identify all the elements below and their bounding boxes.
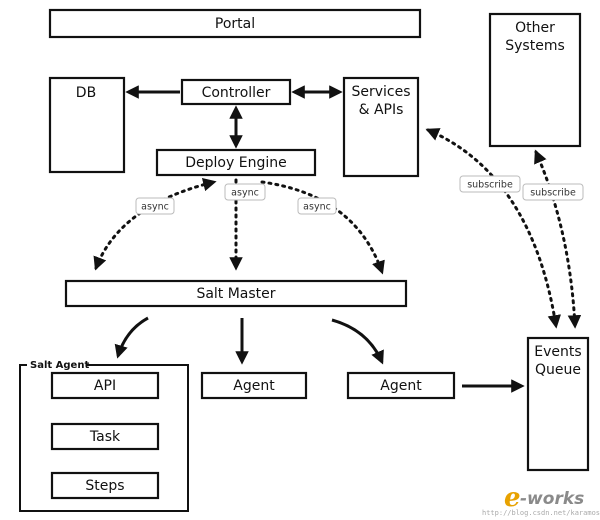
- salt-master-label: Salt Master: [196, 286, 275, 302]
- subscribe-arrow-other-systems: [534, 149, 582, 329]
- portal-node: Portal: [48, 8, 422, 39]
- async-label-right-text: async: [303, 202, 331, 213]
- subscribe-arrow-services: [425, 128, 561, 329]
- controller-node: Controller: [180, 78, 292, 106]
- events-queue-label-line-2: Queue: [535, 362, 581, 378]
- subscribe-label-left-text: subscribe: [467, 180, 513, 191]
- agent-label-2: Agent: [380, 378, 422, 394]
- deploy-engine-label: Deploy Engine: [185, 155, 286, 171]
- subscribe-label-right-text: subscribe: [530, 188, 576, 199]
- other-systems-label-line-2: Systems: [505, 38, 565, 54]
- steps-label: Steps: [85, 478, 124, 494]
- other-systems-label-line-1: Other: [515, 20, 555, 36]
- async-label-left-text: async: [141, 202, 169, 213]
- agent-label-1: Agent: [233, 378, 275, 394]
- steps-node: Steps: [50, 471, 160, 500]
- salt-agent-group-label: Salt Agent: [30, 360, 89, 371]
- async-arrow-left: [93, 178, 217, 271]
- watermark-logo-text: -works: [520, 489, 584, 509]
- arrow-salt-master-to-agent-2: [331, 318, 384, 365]
- services-apis-node: Services & APIs: [342, 76, 420, 178]
- salt-agent-group: Salt Agent: [19, 357, 189, 512]
- arrow-salt-master-to-salt-agent: [114, 316, 149, 359]
- portal-label: Portal: [215, 16, 255, 32]
- eworks-watermark: e -works http://blog.csdn.net/karamos: [482, 483, 600, 517]
- services-apis-label-line-2: & APIs: [359, 102, 404, 118]
- subscribe-label-left: subscribe: [459, 175, 521, 193]
- async-label-right: async: [297, 197, 337, 215]
- services-apis-label-line-1: Services: [351, 84, 410, 100]
- agent-node-2: Agent: [346, 371, 456, 400]
- other-systems-node: Other Systems: [488, 12, 582, 148]
- agent-node-1: Agent: [200, 371, 308, 400]
- watermark-url: http://blog.csdn.net/karamos: [482, 509, 600, 517]
- deploy-engine-node: Deploy Engine: [155, 148, 317, 177]
- db-node: DB: [48, 76, 126, 174]
- api-node: API: [50, 371, 160, 400]
- async-arrow-right: [260, 180, 385, 275]
- db-label: DB: [76, 85, 96, 101]
- events-queue-node: Events Queue: [526, 336, 590, 472]
- subscribe-label-right: subscribe: [522, 183, 584, 201]
- task-node: Task: [50, 422, 160, 451]
- api-label: API: [94, 378, 116, 394]
- salt-master-node: Salt Master: [64, 279, 408, 308]
- async-label-center: async: [224, 183, 266, 201]
- task-label: Task: [89, 429, 121, 445]
- watermark-logo-letter: e: [504, 483, 521, 513]
- async-label-left: async: [135, 197, 175, 215]
- events-queue-label-line-1: Events: [534, 344, 581, 360]
- controller-label: Controller: [202, 85, 271, 101]
- async-label-center-text: async: [231, 188, 259, 199]
